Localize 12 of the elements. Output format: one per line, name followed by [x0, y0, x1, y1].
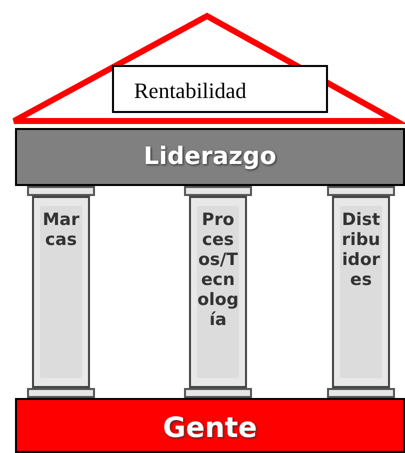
pillar-label: Distribuidores — [340, 210, 382, 290]
foundation-slab — [15, 398, 405, 453]
roof-panel — [112, 65, 328, 113]
pillar — [32, 196, 90, 388]
pillar — [332, 196, 390, 388]
panel-title: Rentabilidad — [134, 78, 246, 104]
pillar-label: Procesos/Tecnología — [197, 210, 239, 330]
pillar — [189, 196, 247, 388]
beam-label: Liderazgo — [144, 142, 276, 170]
roof-beam — [15, 128, 405, 186]
foundation-label: Gente — [162, 411, 258, 444]
pillar-label: Marcas — [42, 210, 80, 250]
